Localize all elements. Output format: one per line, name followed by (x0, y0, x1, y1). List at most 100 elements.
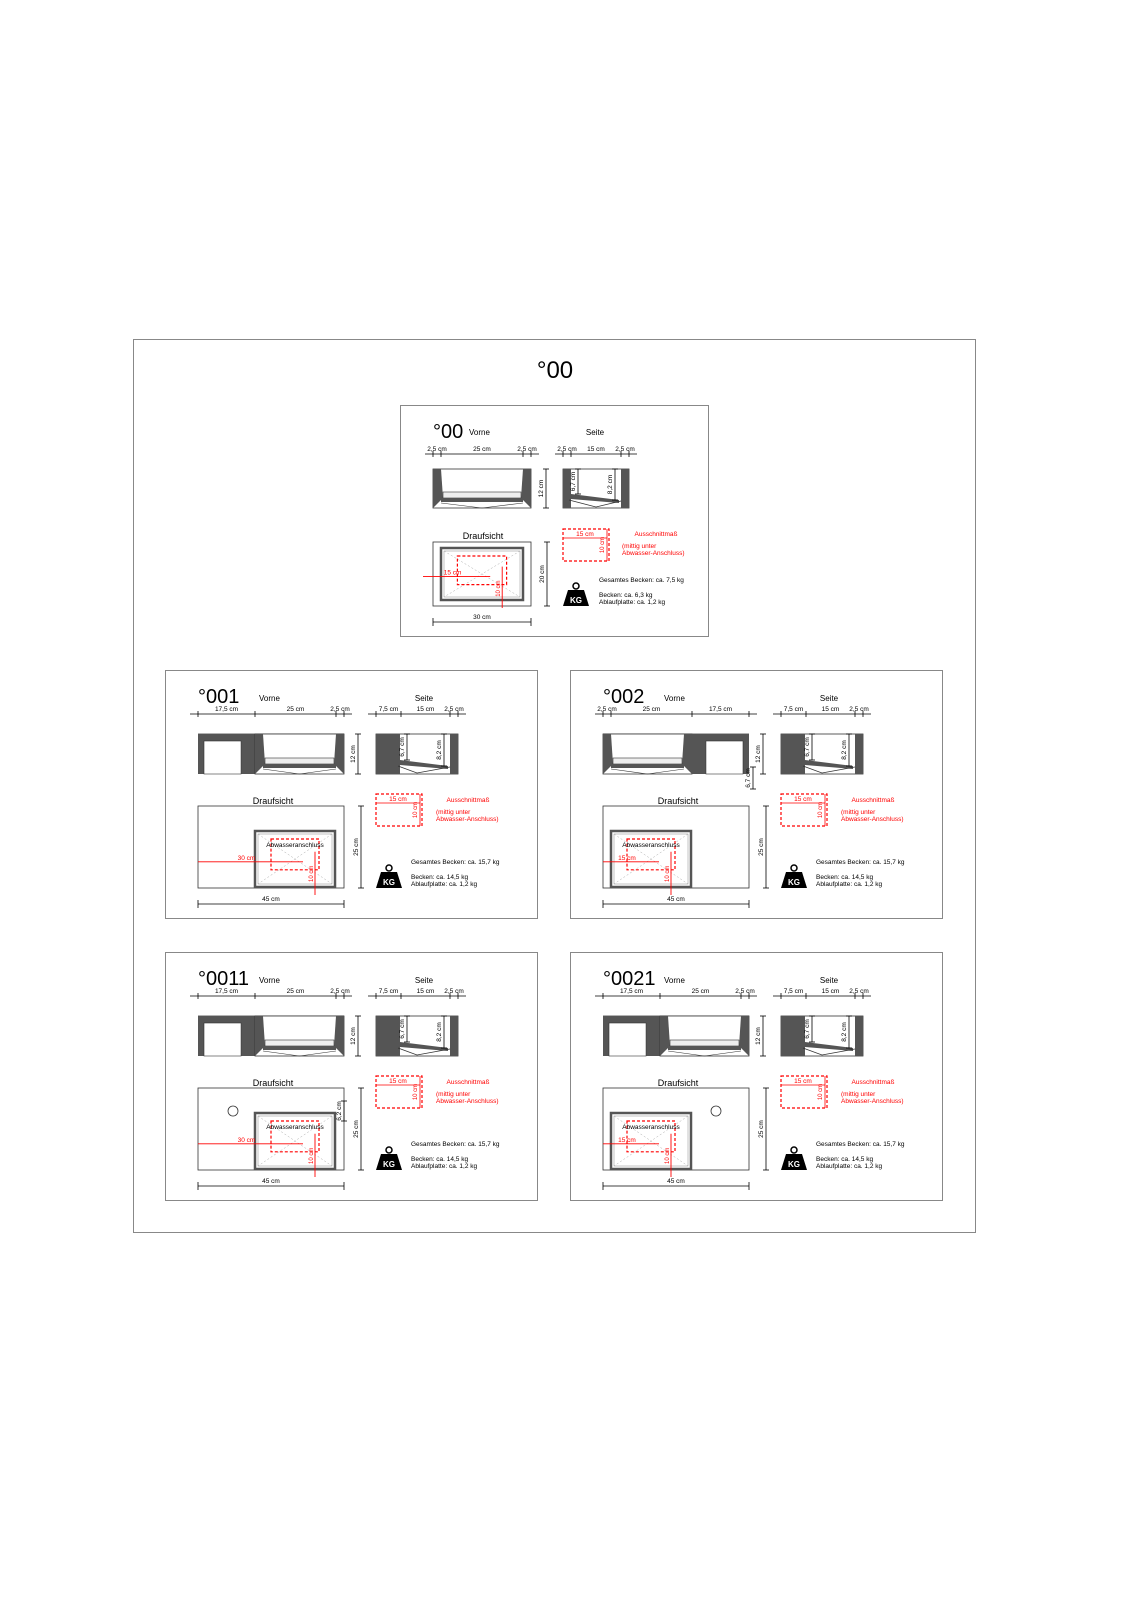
dimension-label: 12 cm (350, 1027, 357, 1045)
drain-label: Abwasseranschluss (266, 842, 324, 849)
dimension-label: 6,7 cm (399, 1019, 406, 1039)
cutout-outline (626, 1120, 676, 1153)
drain-offset-label: 15 cm (618, 855, 636, 862)
drain-offset-label: 30 cm (238, 1137, 256, 1144)
dimension-label: 2,5 cm (427, 446, 447, 453)
dimension-label: 15 cm (417, 706, 435, 713)
weight-basin: Becken: ca. 6,3 kg (599, 592, 653, 599)
drawing-frame (133, 339, 976, 1233)
basin-wall (334, 1016, 344, 1056)
basin-top-inner (257, 1115, 333, 1167)
basin-wall (603, 734, 613, 774)
cutout-width-label: 15 cm (794, 796, 812, 803)
drain-plate (264, 1039, 335, 1047)
dimension-label: 8,2 cm (436, 740, 443, 760)
dimension-label: 17,5 cm (709, 706, 732, 713)
side-wall (376, 1016, 400, 1056)
cutout-title: Ausschnittmaß (447, 1079, 490, 1086)
kg-body (781, 872, 807, 888)
side-floor (805, 1042, 853, 1051)
drain-offset-label: 30 cm (238, 855, 256, 862)
top-view-label: Draufsicht (463, 531, 504, 541)
cutout-height-label: 10 cm (600, 537, 606, 553)
faucet-hole (227, 1105, 239, 1117)
side-wall (781, 734, 805, 774)
dimension-label: 15 cm (822, 988, 840, 995)
weight-total: Gesamtes Becken: ca. 15,7 kg (411, 859, 500, 866)
basin-wall (521, 469, 531, 508)
drain-plate (264, 757, 335, 765)
dimension-label: 2,5 cm (330, 988, 350, 995)
drain-depth-label: 10 cm (665, 866, 671, 882)
kg-text: KG (383, 1160, 395, 1169)
side-view-label: Seite (820, 694, 839, 703)
model-title: °001 (198, 686, 239, 708)
cutout-dimension-box (562, 528, 610, 562)
dimension-label: 25 cm (692, 988, 710, 995)
dimension-label: 8,2 cm (841, 1022, 848, 1042)
cabinet-opening (203, 740, 242, 775)
dimension-label: 2,5 cm (615, 446, 635, 453)
model-title: °0021 (603, 968, 656, 990)
top-view-label: Draufsicht (253, 1078, 294, 1088)
faucet-hole (710, 1105, 722, 1117)
dimension-label: 8,2 cm (436, 1022, 443, 1042)
cutout-note: Abwasser-Anschluss) (622, 550, 685, 557)
dimension-label: 7,5 cm (784, 706, 804, 713)
cutout-title: Ausschnittmaß (852, 1079, 895, 1086)
side-plate (802, 765, 856, 774)
drain-label: Abwasseranschluss (622, 842, 680, 849)
dimension-label: 25 cm (287, 706, 305, 713)
cutout-outline (626, 838, 676, 871)
drain-depth-label: 10 cm (309, 866, 315, 882)
width-dimension-label: 45 cm (262, 896, 280, 903)
dimension-label: 2,5 cm (735, 988, 755, 995)
kg-body (376, 1154, 402, 1170)
drain-depth-label: 10 cm (496, 580, 502, 596)
side-view-label: Seite (820, 976, 839, 985)
side-floor (400, 1042, 448, 1051)
weight-total: Gesamtes Becken: ca. 15,7 kg (816, 859, 905, 866)
weight-plate: Ablaufplatte: ca. 1,2 kg (411, 881, 478, 888)
basin-wall (660, 1016, 670, 1056)
weight-plate: Ablaufplatte: ca. 1,2 kg (599, 599, 666, 606)
kg-body (376, 872, 402, 888)
weight-basin: Becken: ca. 14,5 kg (411, 1156, 468, 1163)
cutout-dimension-box (375, 1075, 423, 1109)
side-floor (571, 494, 619, 503)
weight-plate: Ablaufplatte: ca. 1,2 kg (816, 1163, 883, 1170)
drain-label: Abwasseranschluss (266, 1124, 324, 1131)
dimension-label: 2,5 cm (557, 446, 577, 453)
cutout-note: (mittig unter (841, 1091, 876, 1098)
weight-basin: Becken: ca. 14,5 kg (816, 1156, 873, 1163)
cutout-dimension-box (780, 1075, 828, 1109)
model-title: °00 (433, 421, 463, 443)
dimension-label: 6,2 cm (336, 1101, 343, 1121)
dimension-label: 15 cm (417, 988, 435, 995)
cutout-width-label: 15 cm (389, 796, 407, 803)
side-wall (563, 469, 571, 508)
basin-cavity (432, 468, 532, 509)
dimension-label: 6,7 cm (804, 737, 811, 757)
basin-wall (433, 469, 443, 508)
dimension-label: 12 cm (755, 1027, 762, 1045)
kg-text: KG (570, 596, 582, 605)
dimension-label: 17,5 cm (215, 988, 238, 995)
guide-line (443, 550, 521, 598)
dimension-label: 7,5 cm (379, 706, 399, 713)
weight-kg-icon: KG (781, 1146, 807, 1170)
side-plate (802, 1047, 856, 1056)
front-view-label: Vorne (664, 976, 685, 985)
cutout-note: Abwasser-Anschluss) (841, 816, 904, 823)
dimension-label: 6,7 cm (745, 768, 752, 788)
dimension-label: 6,7 cm (804, 1019, 811, 1039)
cutout-outline (270, 838, 320, 871)
dimension-label: 2,5 cm (849, 706, 869, 713)
side-wall (781, 1016, 805, 1056)
dimension-label: 6,7 cm (399, 737, 406, 757)
